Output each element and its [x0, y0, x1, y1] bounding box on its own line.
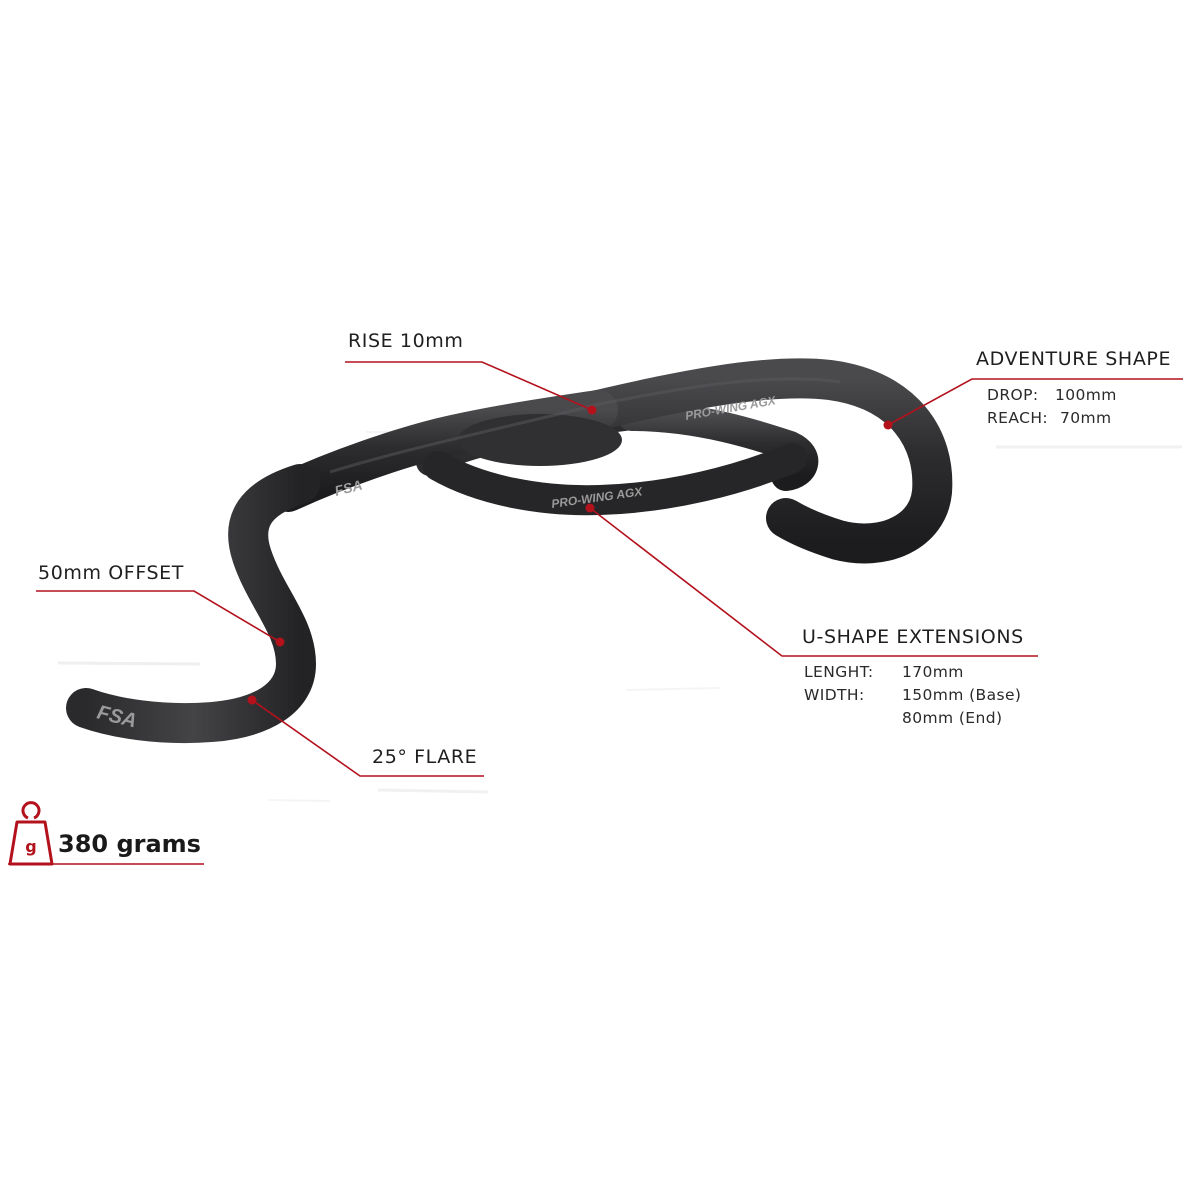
offset-leader [36, 590, 281, 643]
u-shape-leader [589, 507, 1038, 657]
right-drop [578, 358, 953, 564]
drop-spec-label: DROP: [987, 386, 1039, 404]
bar-highlight [329, 377, 841, 474]
flare-label: 25° FLARE [372, 746, 478, 768]
length-spec-label: LENGHT: [804, 663, 874, 681]
reach-spec-label: REACH: [987, 409, 1048, 427]
callout-dots [247, 405, 893, 705]
width-spec-end: 80mm (End) [902, 709, 1003, 727]
reach-spec-value: 70mm [1060, 409, 1112, 427]
flare-dot [247, 695, 257, 705]
stem-clamp-area [458, 414, 622, 466]
brand-logo-tops: FSA [333, 477, 364, 499]
length-spec-value: 170mm [902, 663, 964, 681]
width-spec-label: WIDTH: [804, 686, 865, 704]
weight-value: 380 grams [58, 830, 201, 858]
u-shape-dot [585, 503, 595, 513]
weight-icon: g [8, 801, 54, 866]
offset-label: 50mm OFFSET [38, 562, 184, 584]
u-shape-extensions-label: U-SHAPE EXTENSIONS [802, 626, 1024, 648]
weight-icon-letter: g [25, 837, 36, 856]
drop-spec-value: 100mm [1055, 386, 1117, 404]
width-spec-base: 150mm (Base) [902, 686, 1022, 704]
handlebar-image: PRO-WING AGX PRO-WING AGX FSA FSA [66, 358, 953, 744]
rise-leader [345, 361, 593, 411]
adventure-shape-label: ADVENTURE SHAPE [976, 348, 1172, 370]
floor-reflections [57, 431, 1182, 802]
rise-dot [587, 405, 597, 415]
offset-dot [275, 637, 285, 647]
adventure-leader [887, 378, 1183, 426]
left-drop [66, 464, 320, 744]
rise-label: RISE 10mm [348, 330, 464, 352]
adventure-dot [883, 420, 893, 430]
u-extension-front [423, 443, 807, 516]
flare-leader [251, 699, 484, 777]
